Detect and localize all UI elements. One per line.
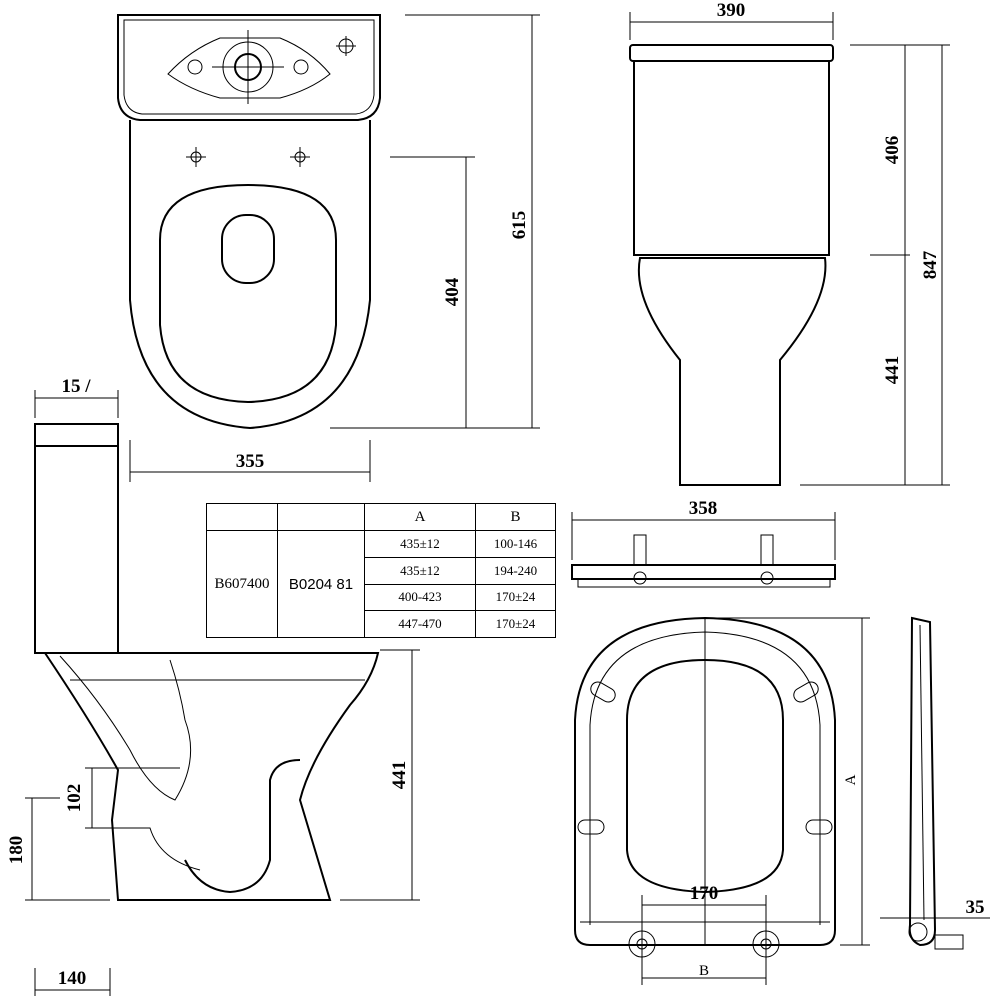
dim-847: 847 [920, 250, 941, 279]
hinge-bar-view: 358 [571, 498, 836, 588]
dim-180: 180 [6, 836, 27, 865]
header-a: A [364, 503, 476, 531]
dim-358: 358 [689, 498, 718, 519]
row-a: 435±12 [364, 556, 476, 585]
dim-b: B [699, 963, 709, 979]
dim-140: 140 [58, 968, 87, 989]
dim-170: 170 [690, 883, 719, 904]
dim-615: 615 [509, 211, 530, 240]
dim-355: 355 [236, 451, 265, 472]
dim-35: 35 [966, 897, 985, 918]
row-b: 170±24 [475, 610, 556, 638]
top-view: 355 615 404 [117, 14, 540, 482]
row-b: 100-146 [475, 530, 556, 558]
dim-390: 390 [717, 0, 746, 21]
seat-side-view: 35 [880, 616, 990, 950]
dim-441-front: 441 [882, 356, 903, 385]
row-b: 194-240 [475, 556, 556, 585]
header-2 [277, 503, 365, 531]
front-view: 390 406 441 847 [629, 0, 950, 486]
row-a: 435±12 [364, 530, 476, 558]
model-code: B607400 [206, 530, 278, 638]
seat-code: B0204 81 [277, 530, 365, 638]
seat-view: 170 B A [574, 616, 870, 985]
dim-102: 102 [64, 784, 85, 813]
row-a: 447-470 [364, 610, 476, 638]
row-a: 400-423 [364, 583, 476, 612]
dim-a: A [843, 774, 859, 785]
header-b: B [475, 503, 556, 531]
side-view: 15 / 441 102 180 140 [6, 376, 420, 996]
dim-441-side: 441 [389, 761, 410, 790]
spec-table: A B B607400 B0204 81 435±12 100-146 435±… [206, 503, 556, 638]
dim-406: 406 [882, 136, 903, 165]
row-b: 170±24 [475, 583, 556, 612]
dim-15: 15 / [61, 376, 91, 397]
dim-404: 404 [442, 277, 463, 306]
header-1 [206, 503, 278, 531]
